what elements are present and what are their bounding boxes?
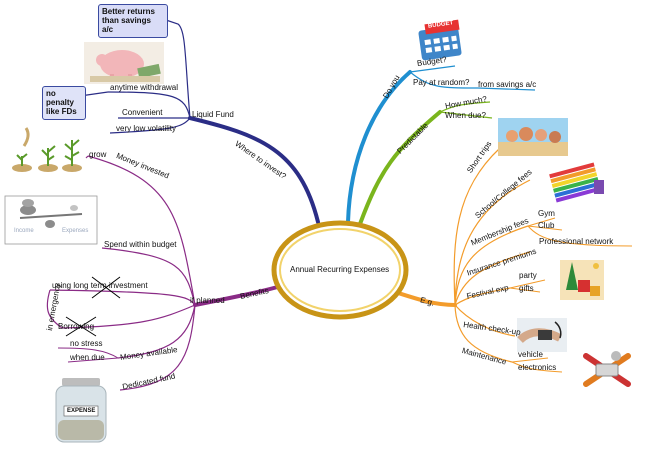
balance-scale-image (4, 195, 98, 245)
long-term-line (49, 289, 196, 306)
from-savings-label: from savings a/c (478, 80, 537, 89)
better-returns-note: Better returns than savings a/c (98, 4, 168, 38)
professional-network-line (527, 225, 633, 247)
beach-trip-image (498, 118, 568, 156)
gym-label: Gym (538, 209, 555, 218)
gym-line (527, 217, 556, 227)
expense-jar-image (55, 378, 107, 443)
club-label: Club (538, 221, 555, 230)
emergency-line (46, 289, 63, 329)
health-checkup-image (517, 318, 567, 352)
better-returns-text: Better returns than savings a/c (102, 7, 155, 35)
when-due-label: When due? (445, 111, 486, 120)
predictable-connector (358, 110, 442, 226)
gifts-label: gifts (519, 284, 534, 293)
festival-line (454, 287, 511, 306)
how-much-line (439, 101, 491, 113)
budget-line (409, 65, 456, 73)
borrowing-line (61, 304, 196, 329)
membership-line (454, 225, 529, 306)
grow-line (85, 155, 89, 159)
maintenance-line (454, 304, 513, 363)
anytime-withdrawal-line (107, 91, 191, 119)
from-savings-line (477, 87, 536, 91)
when-due-benefit-label: when due (70, 353, 105, 362)
no-stress-label: no stress (70, 339, 103, 348)
liquid-fund-returns-line (159, 17, 191, 119)
short-trips-line (453, 147, 501, 306)
dedicated-fund-line (119, 304, 196, 391)
grow-label: grow (89, 150, 107, 159)
crayons-image (549, 162, 604, 203)
center-node (271, 220, 409, 320)
borrowing-cross-mark-2 (65, 316, 97, 337)
spend-within-budget-line (101, 247, 196, 306)
long-term-investment-label: using long term investment (52, 281, 148, 290)
festival-gifts-image (560, 260, 604, 300)
convenient-label: Convenient (122, 108, 163, 117)
electronics-label: electronics (518, 363, 557, 372)
spend-within-budget-label: Spend within budget (104, 240, 177, 249)
professional-network-label: Professional network (539, 237, 614, 246)
party-label: party (519, 271, 537, 280)
piggy-bank-image (84, 42, 164, 84)
expense-jar-label: EXPENSE (67, 408, 96, 414)
school-fees-line (454, 179, 531, 306)
long-term-cross-mark-2 (91, 276, 121, 299)
money-invested-line (87, 155, 196, 306)
electronics-line (511, 361, 563, 373)
health-line (454, 304, 516, 337)
where-to-invest-branch (79, 17, 320, 224)
do-you-branch (346, 65, 536, 224)
no-stress-line (57, 347, 119, 359)
predictable-branch (358, 101, 493, 226)
party-line (509, 279, 546, 289)
center-title: Annual Recurring Expenses (290, 265, 390, 274)
expenses-text: Expenses (62, 228, 89, 234)
growing-plants-image (12, 127, 82, 172)
do-you-connector (346, 70, 412, 224)
vehicle-line (511, 357, 549, 363)
repair-tools-image (583, 351, 631, 387)
eg-connector (393, 290, 457, 307)
low-volatility-label: very low volatility (116, 124, 177, 133)
eg-branch (393, 147, 633, 373)
gifts-line (509, 287, 541, 293)
pay-random-line (409, 71, 479, 89)
money-available-line (117, 304, 196, 359)
insurance-line (454, 251, 531, 306)
center-ring-inner (279, 228, 401, 312)
income-text: Income (14, 228, 34, 234)
borrowing-label: Borrowing (58, 322, 95, 331)
when-due-line (439, 111, 493, 119)
low-volatility-line (109, 117, 191, 134)
when-due-benefit-line (67, 357, 119, 363)
club-line (527, 225, 563, 231)
where-to-invest-connector (188, 116, 320, 224)
if-planned-label: if planned (190, 296, 225, 305)
no-penalty-note: no penalty like FDs (42, 86, 86, 120)
anytime-withdrawal-label: anytime withdrawal (110, 83, 179, 92)
liquid-fund-label: Liquid Fund (192, 110, 234, 119)
pay-at-random-label: Pay at random? (413, 78, 470, 87)
no-penalty-text: no penalty like FDs (46, 89, 77, 117)
budget-calculator-icon (418, 19, 462, 61)
center-ring-outer (271, 220, 409, 320)
vehicle-label: vehicle (518, 350, 543, 359)
